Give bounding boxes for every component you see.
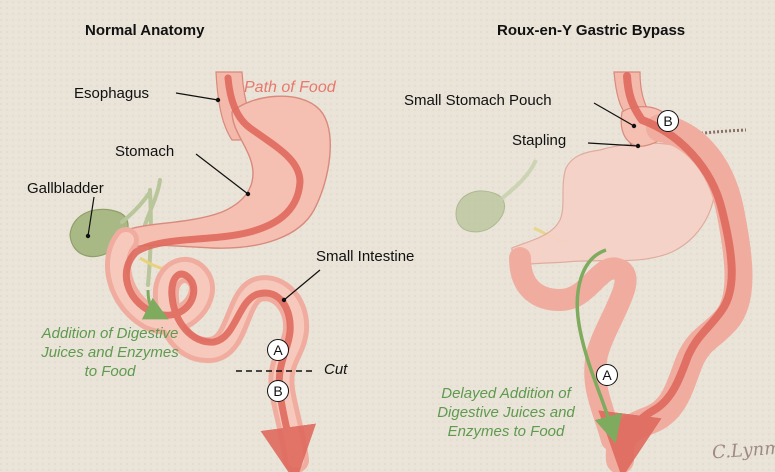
marker-a-left: A bbox=[267, 339, 289, 361]
artist-signature: C.Lynm bbox=[711, 438, 775, 464]
label-cut: Cut bbox=[324, 362, 347, 377]
marker-a-right: A bbox=[596, 364, 618, 386]
label-gallbladder: Gallbladder bbox=[27, 181, 104, 196]
note-digestive-juices-right: Delayed Addition of Digestive Juices and… bbox=[420, 384, 592, 441]
label-stapling: Stapling bbox=[512, 133, 566, 148]
marker-b-left: B bbox=[267, 380, 289, 402]
label-small-stomach-pouch: Small Stomach Pouch bbox=[404, 93, 552, 108]
title-normal-anatomy: Normal Anatomy bbox=[85, 23, 204, 38]
label-esophagus: Esophagus bbox=[74, 86, 149, 101]
label-path-of-food: Path of Food bbox=[244, 80, 336, 96]
title-gastric-bypass: Roux-en-Y Gastric Bypass bbox=[497, 23, 685, 38]
label-small-intestine: Small Intestine bbox=[316, 249, 414, 264]
note-digestive-juices-left: Addition of Digestive Juices and Enzymes… bbox=[36, 324, 184, 381]
label-stomach: Stomach bbox=[115, 144, 174, 159]
marker-b-right: B bbox=[657, 110, 679, 132]
